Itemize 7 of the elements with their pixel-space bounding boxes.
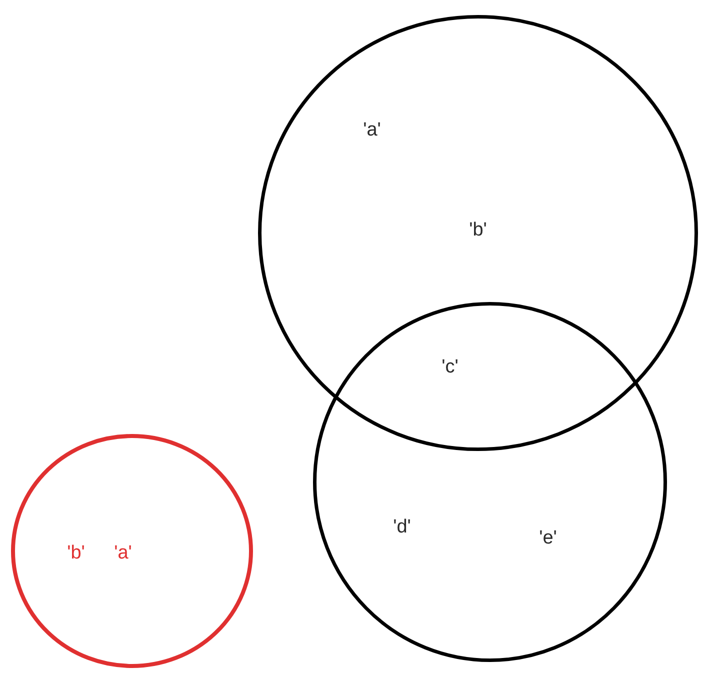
set-element-label: 'b' (67, 544, 85, 562)
set-element-label: 'c' (442, 358, 458, 376)
set-element-label: 'd' (393, 518, 411, 536)
set-element-label: 'a' (363, 120, 381, 140)
set-element-label: 'b' (469, 220, 487, 240)
set-element-label: 'a' (114, 544, 132, 562)
set-element-label: 'e' (539, 528, 557, 548)
